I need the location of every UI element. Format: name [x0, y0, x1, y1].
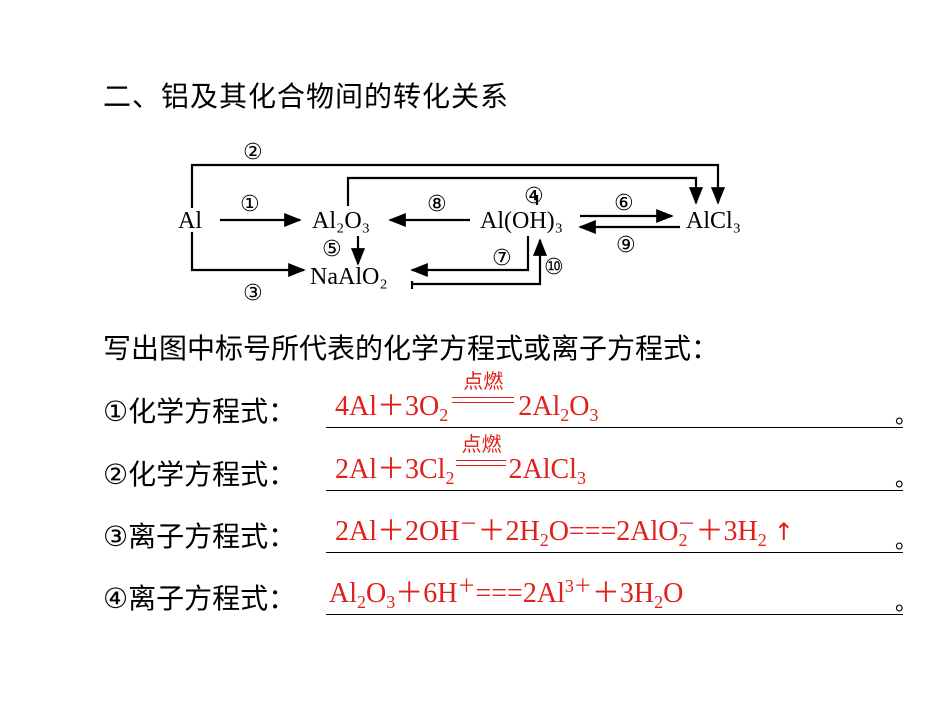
label-9: ⑨ [616, 233, 636, 258]
answer-blank [326, 614, 903, 615]
instruction-text: 写出图中标号所代表的化学方程式或离子方程式： [103, 332, 720, 365]
arrow-2 [190, 163, 726, 208]
period: 。 [894, 467, 917, 492]
label-1: ① [240, 192, 260, 217]
question-label: ④离子方程式： [103, 582, 297, 615]
gas-arrow-icon: ↑ [773, 518, 794, 546]
period: 。 [894, 529, 917, 554]
label-5: ⑤ [322, 237, 342, 262]
node-aloh3: Al(OH)₃ [480, 208, 563, 234]
question-label: ③离子方程式： [103, 520, 297, 553]
label-4: ④ [524, 184, 544, 209]
question-label: ②化学方程式： [103, 458, 297, 491]
arrow-al2o3-alcl3 [346, 176, 704, 206]
period: 。 [894, 404, 917, 429]
answer-blank [326, 552, 903, 553]
arrow-10 [412, 238, 548, 286]
label-6: ⑥ [614, 191, 634, 216]
node-al: Al [178, 208, 202, 234]
node-al2o3: Al₂O₃ [312, 208, 370, 234]
label-10: ⑩ [544, 255, 564, 280]
condition-equals: 点燃 [456, 432, 507, 472]
question-4: ④离子方程式： Al2O3＋6H＋===2Al3＋＋3H2O 。 [103, 567, 933, 617]
conversion-diagram: Al Al₂O₃ Al(OH)₃ AlCl₃ NaAlO₂ ① ② ③ ④ ⑤ … [178, 140, 741, 306]
arrow-3 [190, 232, 306, 278]
arrow-7 [410, 236, 530, 278]
answer-blank [326, 427, 903, 428]
question-label: ①化学方程式： [103, 395, 297, 428]
answer-equation: 2Al＋2OH－＋2H2O===2AlO2－＋3H2 ↑ [335, 514, 794, 550]
period: 。 [894, 591, 917, 616]
label-8: ⑧ [427, 192, 447, 217]
question-3: ③离子方程式： 2Al＋2OH－＋2H2O===2AlO2－＋3H2 ↑ 。 [103, 505, 933, 555]
answer-equation: Al2O3＋6H＋===2Al3＋＋3H2O [329, 576, 684, 612]
node-naalo2: NaAlO₂ [310, 264, 388, 290]
label-7: ⑦ [492, 246, 512, 271]
section-title: 二、铝及其化合物间的转化关系 [103, 80, 510, 113]
answer-blank [326, 490, 903, 491]
condition-equals: 点燃 [452, 369, 515, 409]
node-alcl3: AlCl₃ [686, 208, 741, 234]
label-3: ③ [243, 281, 263, 306]
label-2: ② [243, 140, 263, 165]
